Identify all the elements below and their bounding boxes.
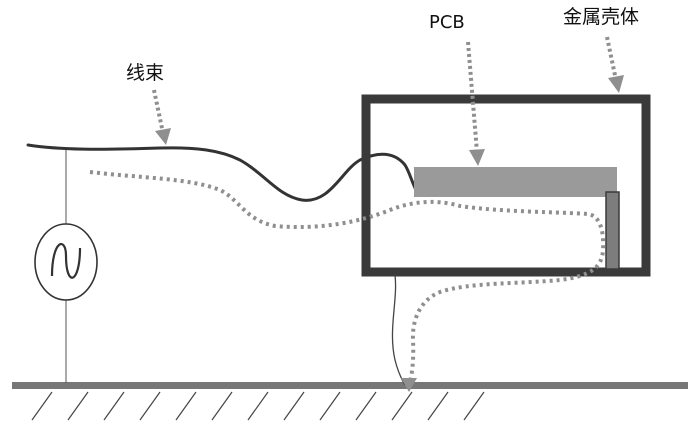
enclosure-ground-wire <box>391 274 406 386</box>
pcb-label: PCB <box>429 12 465 33</box>
enclosure-pointer-arrow <box>605 36 624 93</box>
ground-plane <box>12 382 688 389</box>
pcb-board <box>414 167 617 197</box>
pcb-standoff <box>605 191 620 270</box>
metal-enclosure <box>361 94 651 277</box>
harness-pointer-arrow <box>152 89 171 145</box>
pcb-pointer-arrow <box>466 41 485 166</box>
harness-wire <box>26 143 419 202</box>
current-path-dotted <box>89 170 606 383</box>
ac-source-icon <box>34 150 98 383</box>
enclosure-label: 金属壳体 <box>563 6 640 28</box>
harness-label: 线束 <box>126 62 165 84</box>
ground-hatch-icon <box>31 391 485 421</box>
current-path-arrowhead <box>401 378 417 392</box>
